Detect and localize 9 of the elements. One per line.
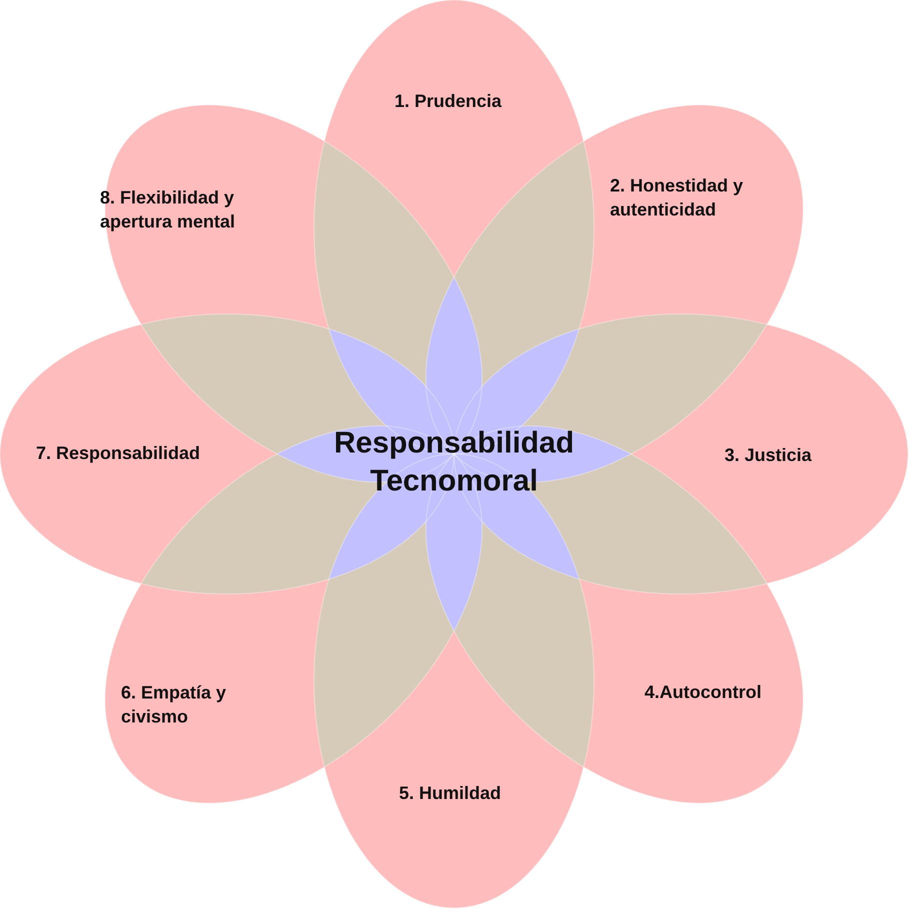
petal-label: 2. Honestidad y autenticidad (610, 174, 744, 222)
petal-label: 6. Empatía y civismo (120, 682, 228, 729)
petal-label: 1. Prudencia (394, 90, 502, 113)
petal-label: 4.Autocontrol (644, 680, 762, 704)
petal-label: 5. Humildad (399, 782, 501, 805)
petal-label: 7. Responsabilidad (36, 442, 200, 465)
petal-label: 8. Flexibilidad y apertura mental (100, 186, 236, 234)
petal-label: 3. Justicia (724, 444, 812, 467)
center-title: Responsabilidad Tecnomoral (332, 426, 576, 499)
